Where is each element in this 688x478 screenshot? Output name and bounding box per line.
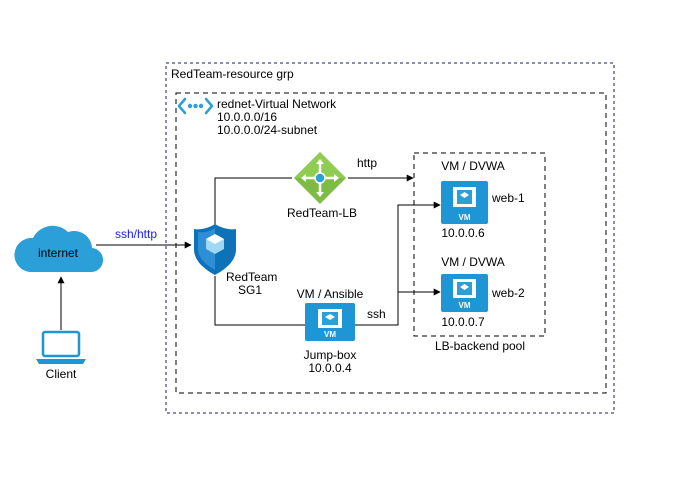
web2-node: VM / DVWA VM web-2 10.0.0.7: [441, 255, 525, 329]
nsg-to-jumpbox-edge: [214, 276, 305, 326]
web1-ip: 10.0.0.6: [441, 226, 485, 240]
vnet-name: rednet-Virtual Network: [217, 97, 337, 111]
web2-vm-text: VM: [459, 301, 471, 310]
load-balancer-icon: [294, 152, 346, 204]
vm-icon: VM: [441, 181, 488, 224]
client-label: Client: [46, 367, 77, 381]
resource-group-label: RedTeam-resource grp: [171, 67, 294, 81]
load-balancer-label: RedTeam-LB: [287, 206, 357, 220]
shield-icon: [194, 224, 236, 275]
vnet-address-space: 10.0.0.0/16: [217, 110, 277, 124]
jumpbox-title: VM / Ansible: [297, 287, 364, 301]
internet-node: internet: [14, 225, 104, 273]
internet-label: internet: [38, 246, 79, 260]
web2-name: web-2: [491, 286, 525, 300]
jumpbox-name: Jump-box: [304, 348, 357, 362]
vnet-container: rednet-Virtual Network 10.0.0.0/16 10.0.…: [175, 92, 607, 394]
cloud-icon: [14, 225, 104, 273]
web2-title: VM / DVWA: [441, 255, 505, 269]
vm-icon: VM: [441, 274, 488, 312]
backend-pool-label: LB-backend pool: [435, 339, 525, 353]
jumpbox-vm-text: VM: [324, 330, 336, 339]
virtual-network-icon: [177, 97, 214, 115]
jumpbox-to-web1-edge: [355, 201, 441, 326]
web1-vm-text: VM: [459, 213, 471, 222]
nsg-node: RedTeam SG1: [194, 224, 277, 297]
vm-icon: VM: [305, 303, 355, 341]
edge-label-ssh-http: ssh/http: [115, 227, 157, 241]
edge-label-ssh: ssh: [367, 307, 386, 321]
nsg-label-line2: SG1: [238, 283, 262, 297]
backend-pool-container: LB-backend pool: [413, 152, 546, 353]
jumpbox-node: VM / Ansible VM Jump-box 10.0.0.4: [297, 287, 364, 375]
load-balancer-node: RedTeam-LB: [287, 152, 357, 220]
nsg-label-line1: RedTeam: [226, 270, 277, 284]
edges: [57, 174, 441, 330]
client-node: Client: [36, 330, 86, 381]
laptop-icon: [36, 330, 86, 364]
web1-name: web-1: [491, 191, 525, 205]
web2-ip: 10.0.0.7: [441, 315, 485, 329]
edge-label-http: http: [357, 156, 377, 170]
jumpbox-ip: 10.0.0.4: [308, 361, 352, 375]
vnet-subnet: 10.0.0.0/24-subnet: [217, 123, 318, 137]
nsg-to-lb-edge: [214, 177, 292, 225]
web1-node: VM / DVWA VM web-1 10.0.0.6: [441, 159, 525, 240]
resource-group-container: RedTeam-resource grp: [165, 62, 615, 414]
web1-title: VM / DVWA: [441, 159, 505, 173]
